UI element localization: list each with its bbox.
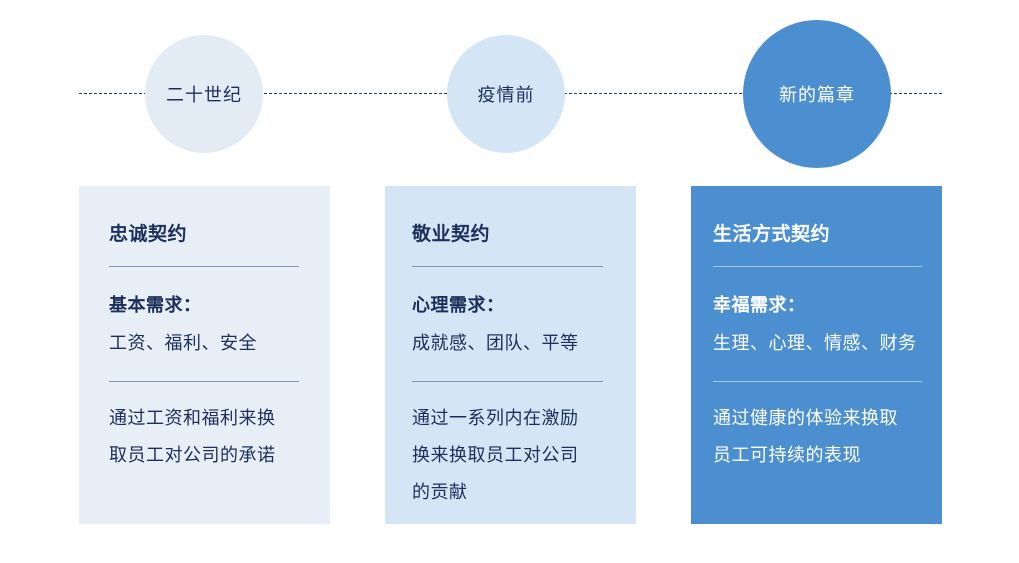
description-line: 通过一系列内在激励	[412, 408, 579, 429]
card-description: 通过一系列内在激励 换来换取员工对公司 的贡献	[412, 400, 579, 511]
description-line: 通过工资和福利来换	[109, 408, 276, 429]
contract-card-engagement: 敬业契约 心理需求： 成就感、团队、平等 通过一系列内在激励 换来换取员工对公司…	[385, 186, 636, 524]
contract-card-lifestyle: 生活方式契约 幸福需求： 生理、心理、情感、财务 通过健康的体验来换取 员工可持…	[691, 186, 942, 524]
card-title: 忠诚契约	[109, 223, 188, 245]
card-description: 通过工资和福利来换 取员工对公司的承诺	[109, 400, 276, 474]
description-line: 通过健康的体验来换取	[713, 408, 898, 429]
description-line: 员工可持续的表现	[713, 445, 861, 466]
description-line: 的贡献	[412, 482, 468, 503]
era-circle-twentieth-century: 二十世纪	[145, 35, 263, 153]
card-divider	[713, 266, 922, 267]
contract-card-loyalty: 忠诚契约 基本需求： 工资、福利、安全 通过工资和福利来换 取员工对公司的承诺	[79, 186, 330, 524]
era-label: 二十世纪	[166, 85, 242, 106]
need-label: 心理需求：	[412, 295, 505, 316]
card-divider	[412, 266, 603, 267]
card-divider	[713, 381, 922, 382]
era-label: 新的篇章	[779, 85, 855, 106]
card-title: 敬业契约	[412, 223, 491, 245]
card-divider	[412, 381, 603, 382]
card-title: 生活方式契约	[713, 223, 831, 245]
need-items: 工资、福利、安全	[109, 333, 257, 354]
era-circle-pre-pandemic: 疫情前	[447, 35, 565, 153]
description-line: 换来换取员工对公司	[412, 445, 579, 466]
need-items: 成就感、团队、平等	[412, 333, 579, 354]
need-items: 生理、心理、情感、财务	[713, 333, 917, 354]
era-label: 疫情前	[477, 85, 535, 106]
card-description: 通过健康的体验来换取 员工可持续的表现	[713, 400, 898, 474]
era-circle-new-chapter: 新的篇章	[743, 20, 891, 168]
card-divider	[109, 266, 299, 267]
card-divider	[109, 381, 299, 382]
description-line: 取员工对公司的承诺	[109, 445, 276, 466]
need-label: 幸福需求：	[713, 295, 806, 316]
need-label: 基本需求：	[109, 295, 202, 316]
